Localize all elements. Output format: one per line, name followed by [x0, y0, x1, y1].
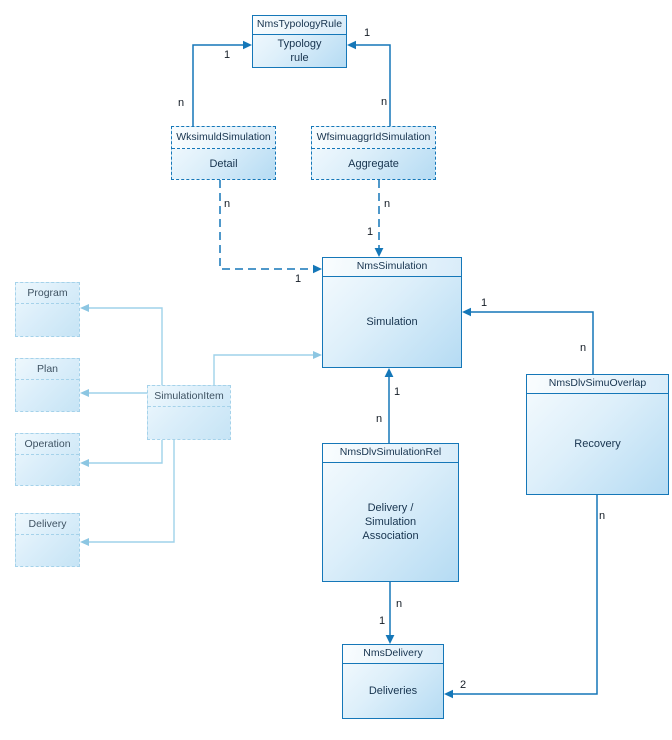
node-title: NmsDelivery — [343, 645, 443, 664]
node-nms-dlv-simulation-rel[interactable]: NmsDlvSimulationRel Delivery / Simulatio… — [322, 443, 459, 582]
node-title: Delivery — [16, 514, 79, 535]
node-nms-simulation[interactable]: NmsSimulation Simulation — [322, 257, 462, 368]
mult-detail-typologyrule-n: n — [178, 97, 185, 109]
connector-overlap-simulation — [471, 311, 594, 374]
node-title: WfsimuaggrIdSimulation — [312, 127, 435, 149]
node-body: Aggregate — [348, 158, 399, 170]
arrowhead-rel-delivery — [385, 635, 395, 644]
connector-simulationitem-delivery — [89, 440, 175, 543]
arrowhead-simulationitem-program — [80, 304, 89, 312]
node-title: Operation — [16, 434, 79, 455]
node-nms-typology-rule[interactable]: NmsTypologyRule Typology rule — [252, 15, 347, 68]
node-body — [16, 304, 79, 336]
arrowhead-simulationitem-delivery — [80, 538, 89, 546]
node-title: NmsDlvSimuOverlap — [527, 375, 668, 394]
node-body: Recovery — [574, 438, 621, 450]
node-title: SimulationItem — [148, 386, 230, 407]
node-title: NmsDlvSimulationRel — [323, 444, 458, 463]
arrowhead-overlap-delivery — [444, 689, 453, 699]
node-title: NmsSimulation — [323, 258, 461, 277]
node-simulation-item[interactable]: SimulationItem — [147, 385, 231, 440]
node-title: WksimuldSimulation — [172, 127, 275, 149]
arrowhead-overlap-simulation — [462, 307, 471, 317]
node-body: Delivery / Simulation Association — [362, 502, 419, 542]
node-nms-delivery[interactable]: NmsDelivery Deliveries — [342, 644, 444, 719]
node-body — [16, 455, 79, 485]
mult-aggregate-simulation-n: n — [384, 198, 391, 210]
mult-overlap-delivery-n: n — [599, 510, 606, 522]
node-body: Simulation — [366, 316, 418, 328]
node-plan[interactable]: Plan — [15, 358, 80, 412]
arrowhead-simulationitem-plan — [80, 389, 89, 397]
connector-simulationitem-operation — [89, 440, 163, 464]
mult-rel-delivery-n: n — [396, 598, 403, 610]
node-body: Detail — [209, 158, 238, 170]
node-program[interactable]: Program — [15, 282, 80, 337]
mult-rel-simulation-1: 1 — [394, 386, 401, 398]
arrowhead-aggregate-typologyrule — [347, 40, 356, 50]
node-operation[interactable]: Operation — [15, 433, 80, 486]
node-delivery[interactable]: Delivery — [15, 513, 80, 567]
mult-aggregate-typologyrule-1: 1 — [364, 27, 371, 39]
node-title: Plan — [16, 359, 79, 380]
mult-rel-delivery-1: 1 — [379, 615, 386, 627]
node-title: NmsTypologyRule — [253, 16, 346, 35]
mult-overlap-simulation-n: n — [580, 342, 587, 354]
connector-simulationitem-program — [89, 307, 163, 385]
connector-aggregate-typologyrule — [356, 44, 391, 126]
node-wksimuld-simulation[interactable]: WksimuldSimulation Detail — [171, 126, 276, 180]
arrowhead-aggregate-simulation — [374, 248, 384, 257]
mult-aggregate-simulation-1: 1 — [367, 226, 374, 238]
mult-aggregate-typologyrule-n: n — [381, 96, 388, 108]
connector-simulationitem-simulation — [213, 354, 313, 385]
mult-overlap-delivery-2: 2 — [460, 679, 467, 691]
node-body: Typology rule — [277, 38, 322, 64]
arrowhead-simulationitem-simulation — [313, 351, 322, 359]
node-title: Program — [16, 283, 79, 304]
node-nms-dlv-simu-overlap[interactable]: NmsDlvSimuOverlap Recovery — [526, 374, 669, 495]
node-body — [16, 535, 79, 566]
connector-detail-typologyrule — [192, 44, 243, 126]
arrowhead-simulationitem-operation — [80, 459, 89, 467]
node-wfsimuaggrid-simulation[interactable]: WfsimuaggrIdSimulation Aggregate — [311, 126, 436, 180]
node-body: Deliveries — [368, 685, 418, 697]
connector-detail-simulation — [219, 180, 313, 270]
connector-overlap-delivery — [453, 495, 598, 695]
node-body — [16, 380, 79, 411]
arrowhead-detail-simulation — [313, 264, 322, 274]
mult-overlap-simulation-1: 1 — [481, 297, 488, 309]
mult-detail-simulation-n: n — [224, 198, 231, 210]
mult-rel-simulation-n: n — [376, 413, 383, 425]
node-body — [148, 407, 230, 439]
arrowhead-detail-typologyrule — [243, 40, 252, 50]
mult-detail-typologyrule-1: 1 — [224, 49, 231, 61]
arrowhead-rel-simulation — [384, 368, 394, 377]
mult-detail-simulation-1: 1 — [295, 273, 302, 285]
